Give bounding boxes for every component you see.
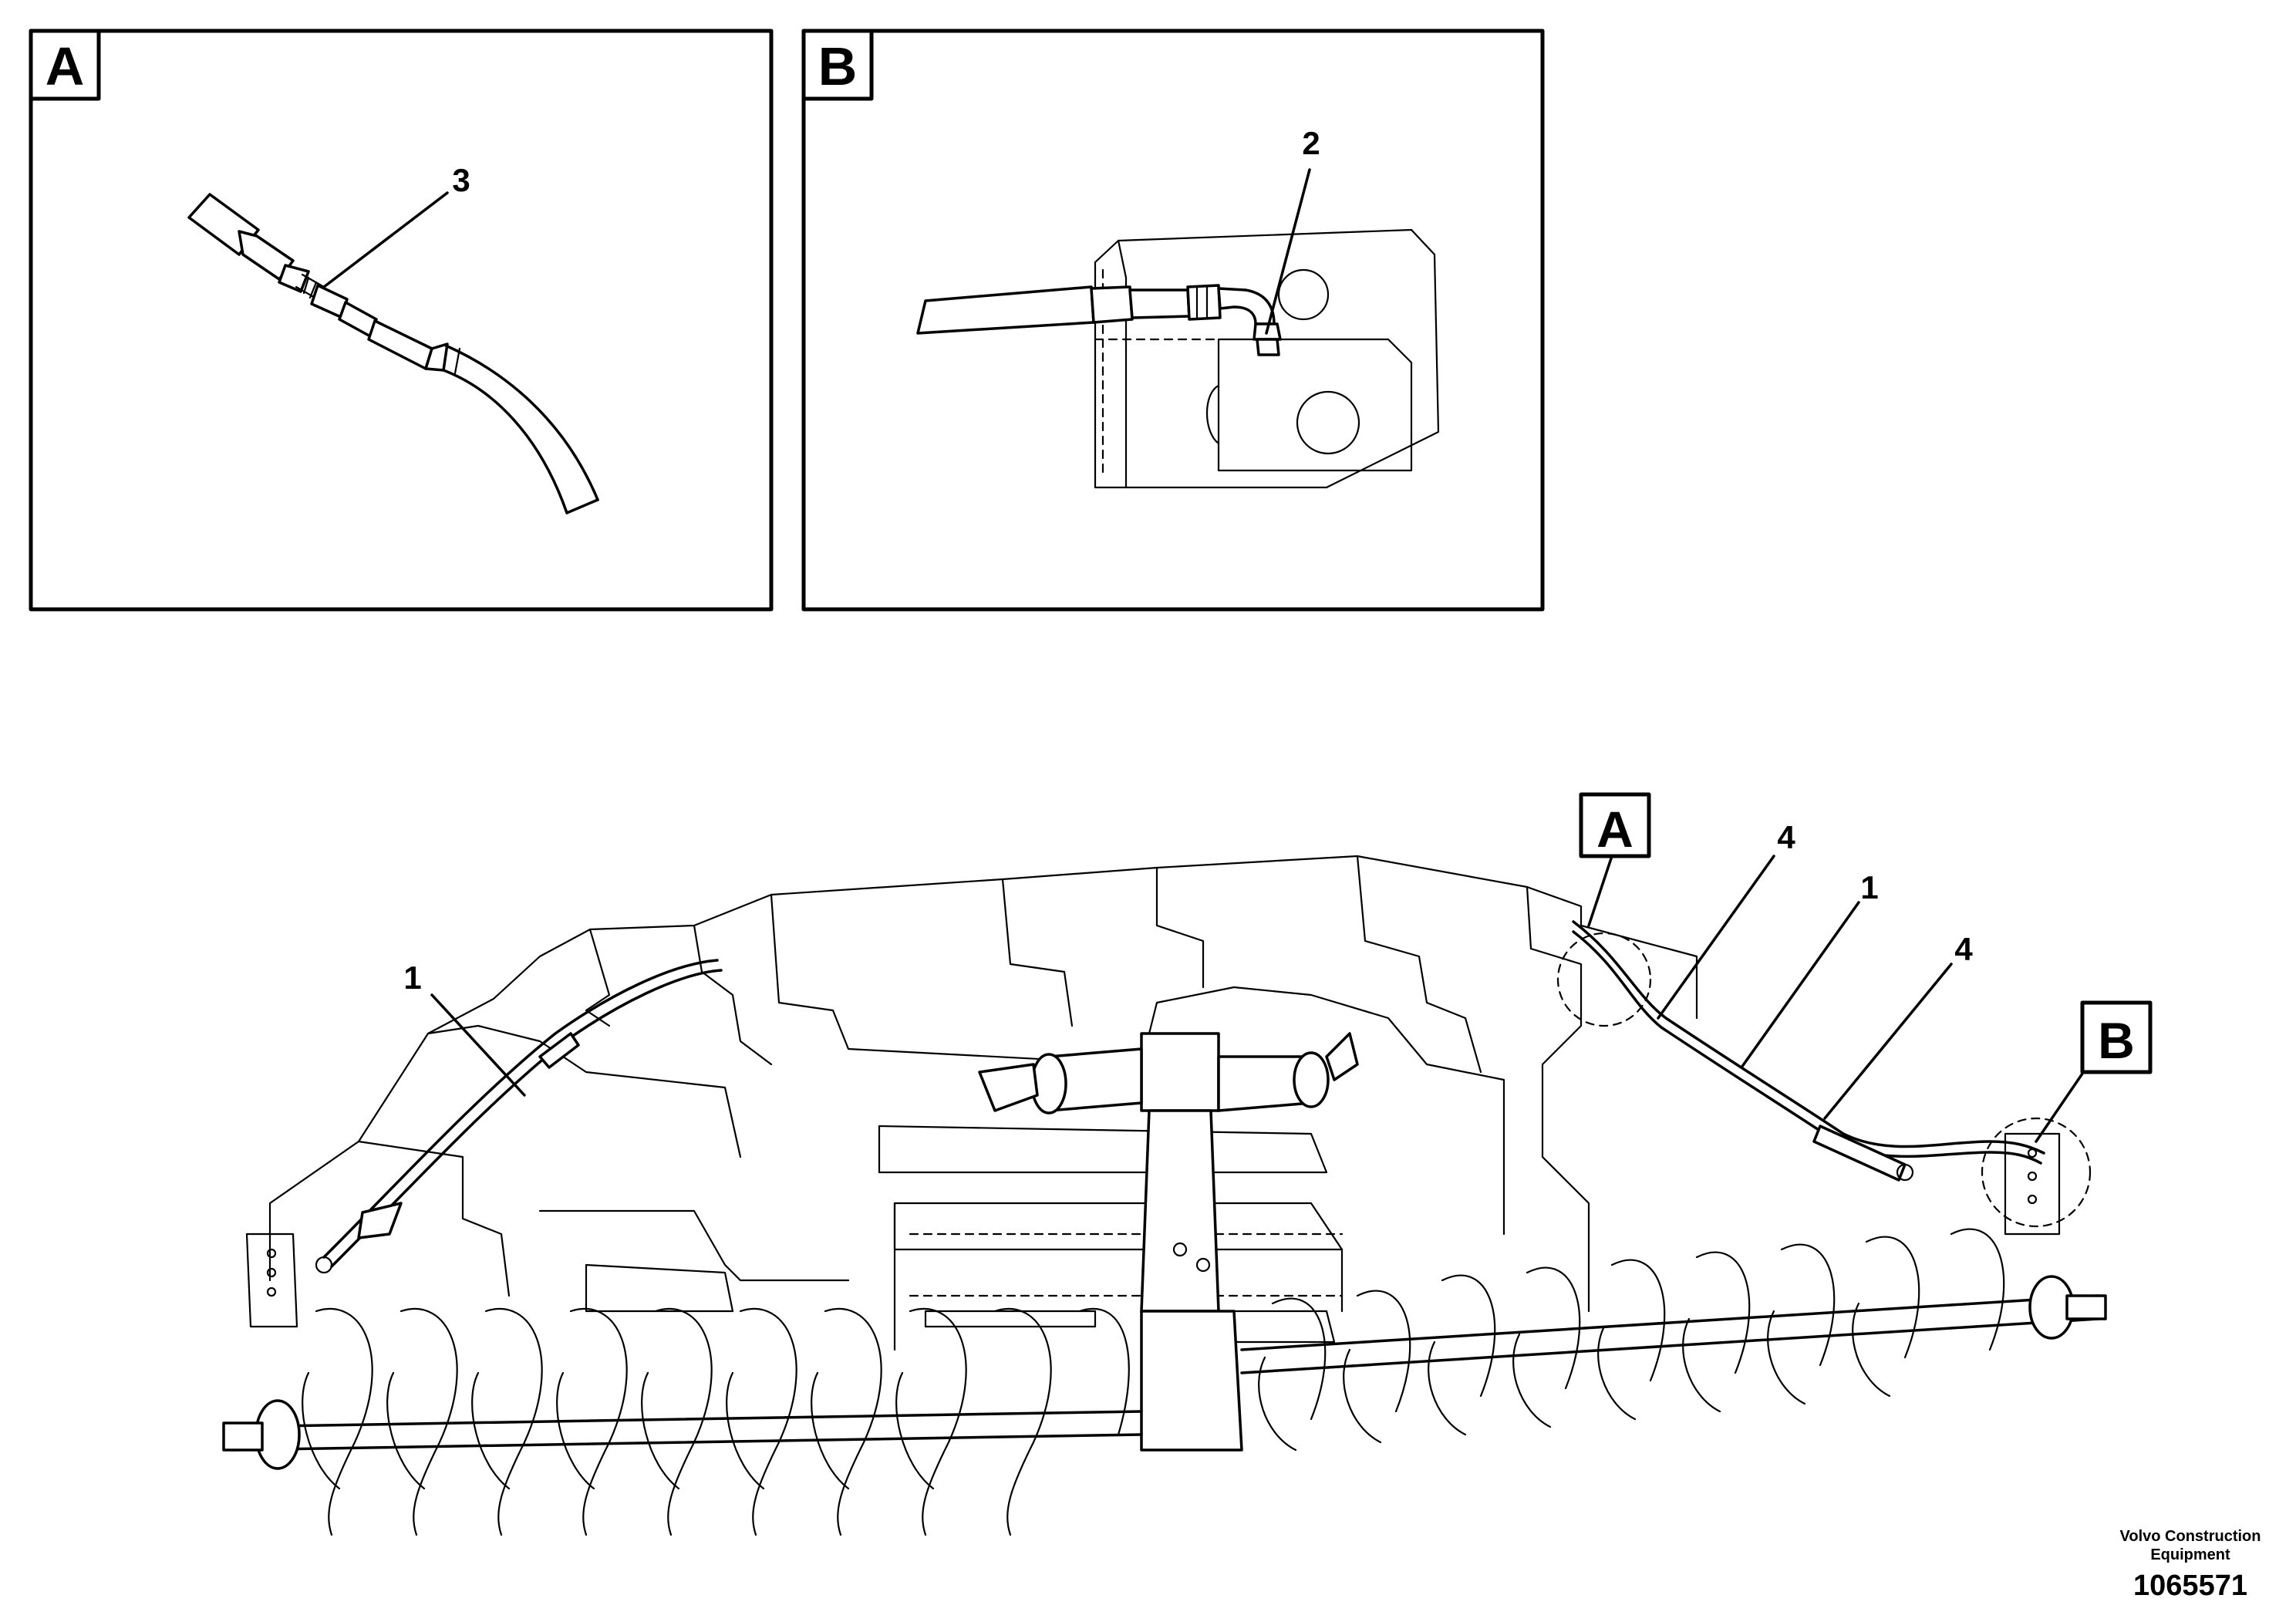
auger-right [1240,1228,2107,1452]
company-line-2: Equipment [2150,1546,2230,1563]
figure-number: 1065571 [2133,1570,2247,1602]
detail-b-hose [916,284,1282,356]
main-callout-4-upper: 4 [1777,819,1795,855]
drive-unit [978,1032,1359,1452]
main-callout-4-lower: 4 [1954,931,1973,967]
footer-block: Volvo Construction Equipment 1065571 [2120,1528,2261,1602]
main-ref-b: B [2098,1012,2135,1069]
leader-ref-a [1587,855,1613,927]
main-callout-1-left: 1 [403,959,421,996]
main-assembly-view: 1 4 1 4 A B [222,792,2153,1536]
detail-b-leader [1265,168,1311,335]
leader-right-4a [1657,855,1775,1020]
leader-left-1 [430,993,526,1097]
auger-left [222,1307,1143,1536]
leader-right-1 [1740,901,1860,1069]
leader-right-4b [1823,963,1953,1120]
detail-b-bracket [1094,228,1440,489]
detail-a-label: A [46,36,85,96]
detail-a-leader [322,191,449,288]
detail-a-callout-3: 3 [452,162,470,198]
detail-b-panel: B 2 [801,29,1545,612]
end-plates [245,932,2092,1328]
company-line-1: Volvo Construction [2120,1528,2261,1545]
detail-a-hose [187,193,599,514]
main-ref-a: A [1596,801,1633,858]
hose-left [315,959,723,1274]
leader-ref-b [2035,1072,2084,1143]
hose-right [1572,920,2045,1182]
frame [268,855,1698,1351]
detail-a-panel: A 3 [29,29,774,612]
main-callout-1-right: 1 [1860,869,1878,905]
detail-b-callout-2: 2 [1302,125,1320,161]
detail-b-label: B [818,36,858,96]
